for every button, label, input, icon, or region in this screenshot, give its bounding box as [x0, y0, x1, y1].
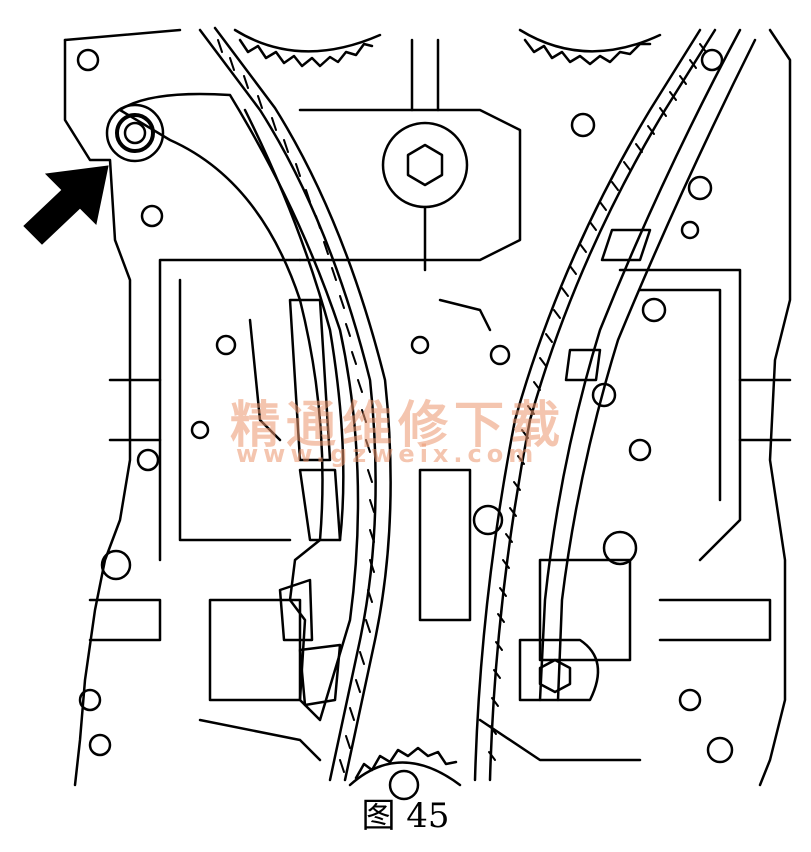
intake-cam-sprocket [233, 28, 382, 68]
bolt-holes [76, 48, 734, 764]
watermark-url: www.gzweix.com [236, 440, 539, 468]
watermark-chinese: 精通维修下载 [230, 395, 566, 454]
crank-pulley-boss [518, 638, 600, 702]
center-hex-bolt [381, 38, 469, 272]
engine-block-outline [63, 28, 792, 787]
tensioner-pivot-bolt [105, 103, 165, 163]
timing-chain-left [198, 26, 392, 782]
timing-chain-right [473, 28, 717, 782]
arrow-icon [23, 165, 109, 245]
chain-tensioner-arm [118, 92, 360, 722]
figure-caption: 图 45 [361, 796, 450, 836]
chain-guide [538, 28, 757, 702]
crankshaft-sprocket [348, 746, 462, 801]
exhaust-cam-sprocket [518, 28, 662, 66]
